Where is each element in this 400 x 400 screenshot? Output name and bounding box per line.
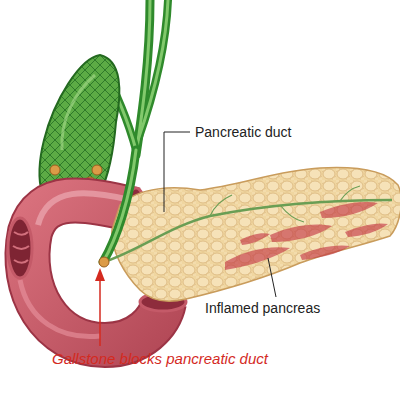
blocking-gallstone [99, 257, 109, 267]
callout-label: Gallstone blocks pancreatic duct [52, 350, 268, 368]
pointer-arrow [95, 268, 105, 346]
part-label: Pancreatic duct [195, 124, 292, 141]
pancreatic-duct [104, 200, 392, 262]
part-label: Inflamed pancreas [205, 300, 320, 317]
inflamed-area [225, 202, 388, 270]
common-bile-duct [103, 150, 136, 262]
leader-line [164, 132, 190, 212]
leader-line [268, 258, 276, 297]
pancreas [104, 168, 400, 302]
